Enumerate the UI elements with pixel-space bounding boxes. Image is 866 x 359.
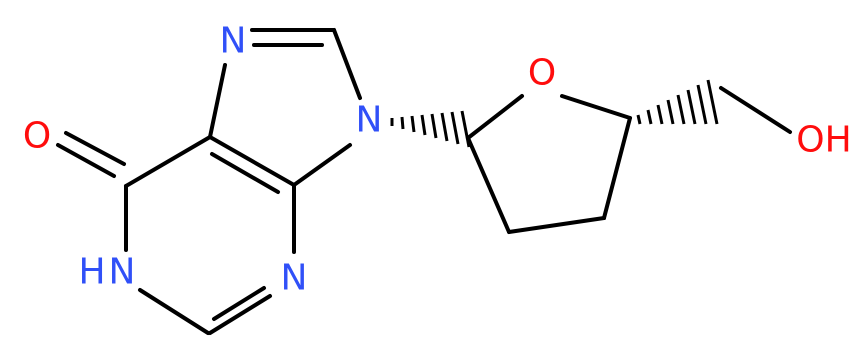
wedge1-hash <box>420 114 427 136</box>
wedge2-hash <box>666 99 675 125</box>
wedge1-hash <box>440 112 449 142</box>
bond-n9-c4 <box>292 143 352 187</box>
bond-c4p-c3p <box>602 116 632 220</box>
wedge2-hash <box>646 109 653 125</box>
bond-c2-n3 <box>208 294 272 335</box>
atom-n1: N <box>109 252 136 293</box>
atom-o-carbonyl: O <box>23 116 51 157</box>
wedge2-hash <box>706 79 719 125</box>
wedge1-hash <box>410 115 416 133</box>
bond-n1-c2 <box>138 288 210 335</box>
bond-c4-c5-inner <box>210 152 280 194</box>
bond-c3p-c2p <box>507 216 606 234</box>
bonds <box>56 28 792 335</box>
wedge1-hash <box>460 110 471 148</box>
bond-c6-o-1 <box>56 143 116 178</box>
atom-oh: OH <box>796 120 851 161</box>
wedge1-hash <box>430 113 438 139</box>
bond-c1p-o <box>466 94 524 140</box>
wedge1-hash <box>400 116 405 130</box>
hashed-wedges <box>390 79 719 148</box>
atom-n7: N <box>220 21 247 62</box>
bond-c5-c6 <box>124 135 212 188</box>
bond-c5p-oh <box>719 86 792 134</box>
wedge2-hash <box>676 94 686 125</box>
bond-c2p-c1p <box>466 136 511 234</box>
bond-c4-c5 <box>208 135 296 187</box>
atom-labels: N N O H N N O OH <box>23 21 852 299</box>
atom-h-n1: H <box>78 252 105 293</box>
atom-o-ring: O <box>528 53 556 94</box>
bond-c8-n9 <box>332 28 362 100</box>
wedge2-hash <box>686 89 697 125</box>
wedge1-hash <box>450 111 460 145</box>
bond-c5-n7 <box>208 63 227 139</box>
bond-c2-n3-inner <box>212 286 266 321</box>
wedge2-hash <box>696 84 708 125</box>
bond-c6-o-2 <box>64 131 126 166</box>
wedge2-hash <box>636 114 642 125</box>
atom-n3: N <box>281 258 308 299</box>
atom-n9: N <box>356 100 383 141</box>
wedge2-hash <box>656 104 664 125</box>
bond-o-c4p <box>560 94 632 120</box>
